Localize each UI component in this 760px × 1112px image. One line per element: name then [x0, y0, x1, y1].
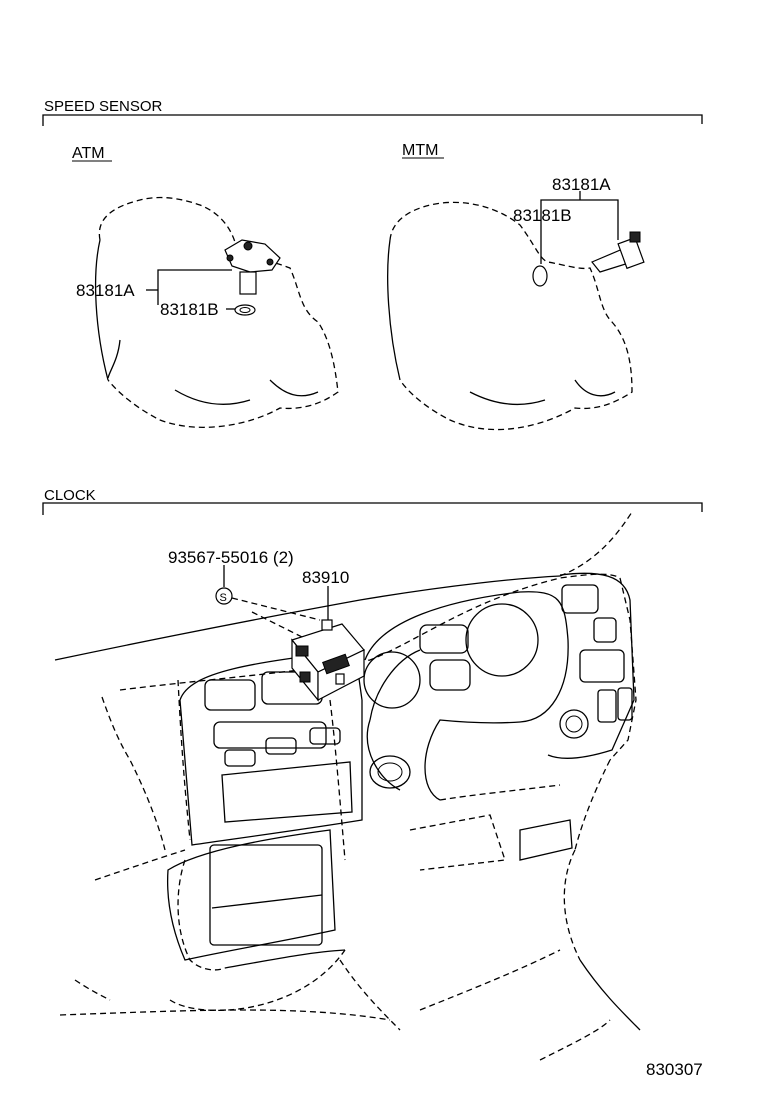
screw-symbol: S: [220, 592, 227, 604]
section-bracket-speed-sensor: [42, 114, 703, 126]
mtm-transmission: [387, 201, 633, 431]
dashboard-outline: [54, 511, 641, 1061]
part-number-screw: 93567-55016 (2): [168, 548, 294, 567]
screw-symbol-circle: [215, 587, 233, 605]
part-number-mtm-sensor: 83181A: [552, 175, 611, 194]
mtm-label: MTM: [402, 142, 438, 159]
screw-dashed-line-b: [251, 611, 309, 641]
screw-dashed-line-a: [231, 597, 321, 621]
atm-leader-bracket: [157, 269, 232, 305]
section-title-clock: CLOCK: [44, 487, 96, 504]
section-title-speed-sensor: SPEED SENSOR: [44, 98, 163, 115]
part-number-clock: 83910: [302, 568, 349, 587]
right-switch-panel: [519, 572, 635, 861]
atm-gasket-hole: [239, 307, 251, 313]
mtm-gasket: [532, 265, 548, 287]
part-number-mtm-gasket: 83181B: [513, 206, 572, 225]
atm-speed-sensor: [224, 239, 281, 295]
atm-label: ATM: [72, 145, 105, 162]
clock-unit: [290, 619, 365, 702]
center-console: [166, 649, 363, 961]
instrument-cluster: [363, 591, 569, 801]
mtm-speed-sensor: [591, 231, 645, 273]
atm-gasket: [234, 304, 256, 316]
section-bracket-clock: [42, 502, 703, 515]
part-number-atm-gasket: 83181B: [160, 300, 219, 319]
part-number-atm-sensor: 83181A: [76, 281, 135, 300]
figure-number: 830307: [646, 1060, 703, 1079]
atm-transmission: [94, 196, 339, 428]
